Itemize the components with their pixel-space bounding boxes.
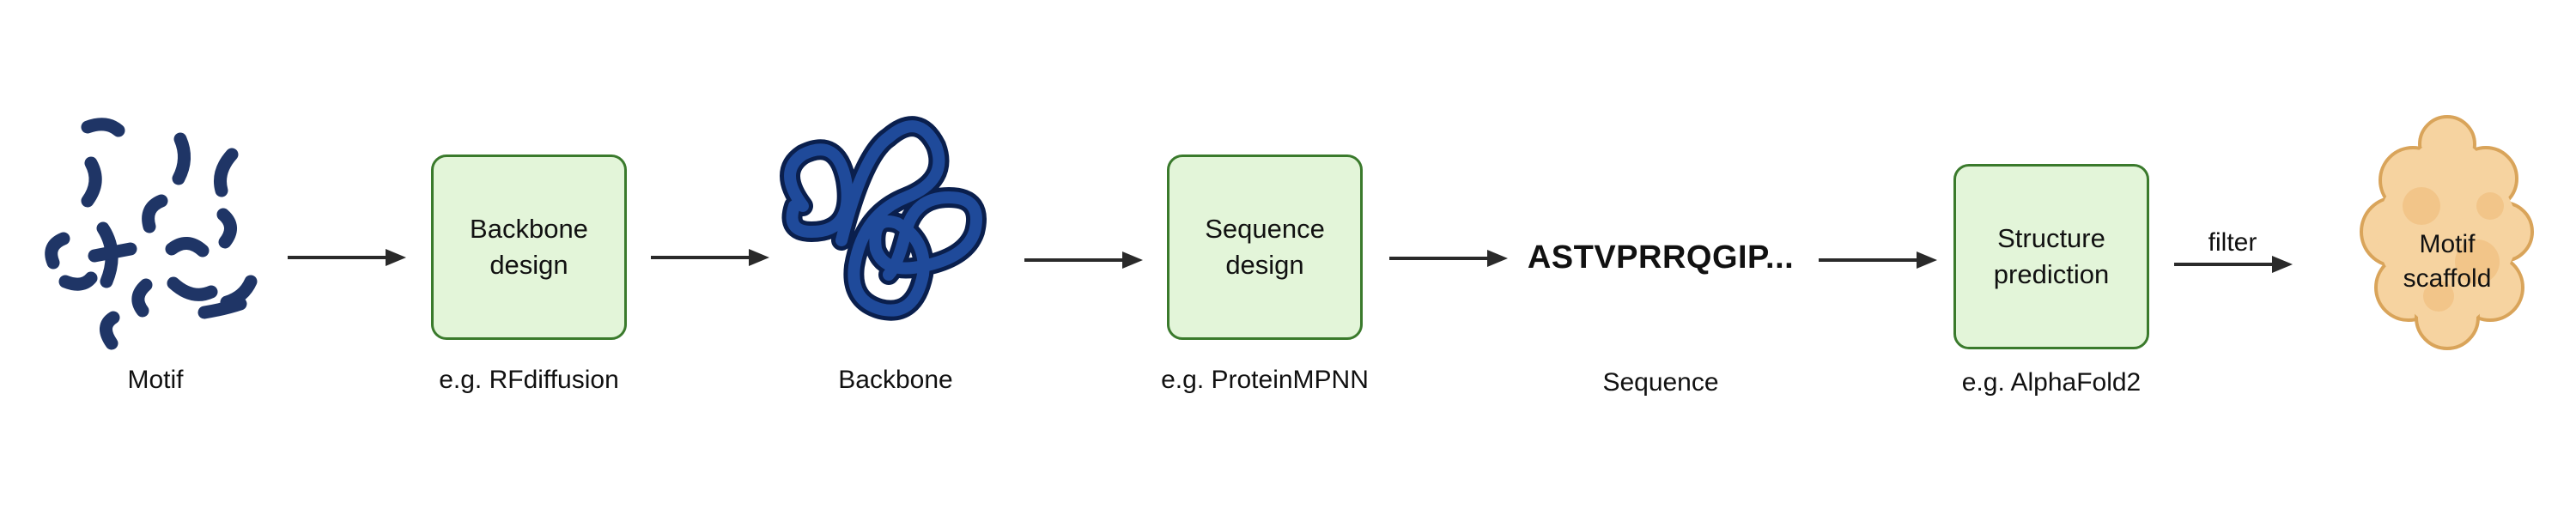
scaffold-label: Motif scaffold (2353, 227, 2542, 296)
scaffold-label-line2: scaffold (2403, 264, 2492, 293)
backbone-label: Backbone (838, 366, 953, 394)
structure-prediction-box: Structure prediction (1953, 164, 2149, 349)
motif-fragments-icon (45, 118, 258, 350)
arrow-to-structure-prediction (1819, 251, 1937, 269)
backbone-design-title-line1: Backbone (470, 214, 588, 244)
sequence-design-title-line2: design (1225, 250, 1304, 280)
backbone-design-example: e.g. RFdiffusion (439, 366, 619, 394)
arrow-to-sequence-design (1024, 251, 1143, 269)
arrow-to-sequence (1389, 250, 1508, 267)
structure-prediction-title-line1: Structure (1997, 223, 2105, 253)
scaffold-blob-icon (2360, 115, 2534, 350)
scaffold-label-line1: Motif (2419, 230, 2476, 258)
backbone-design-box: Backbone design (431, 154, 627, 340)
filter-label: filter (2208, 228, 2257, 257)
sequence-design-box: Sequence design (1167, 154, 1363, 340)
motif-label: Motif (127, 366, 184, 394)
backbone-design-title-line2: design (489, 250, 568, 280)
sequence-text: ASTVPRRQGIP... (1527, 239, 1795, 276)
sequence-design-example: e.g. ProteinMPNN (1161, 366, 1369, 394)
structure-prediction-example: e.g. AlphaFold2 (1961, 368, 2142, 397)
arrow-to-backbone (651, 249, 769, 266)
structure-prediction-title-line2: prediction (1993, 259, 2110, 289)
arrow-to-backbone-design (288, 249, 406, 266)
backbone-ribbon-icon (780, 116, 987, 321)
arrow-filter-to-scaffold (2174, 256, 2293, 273)
sequence-label: Sequence (1602, 368, 1719, 397)
sequence-design-title-line1: Sequence (1205, 214, 1325, 244)
